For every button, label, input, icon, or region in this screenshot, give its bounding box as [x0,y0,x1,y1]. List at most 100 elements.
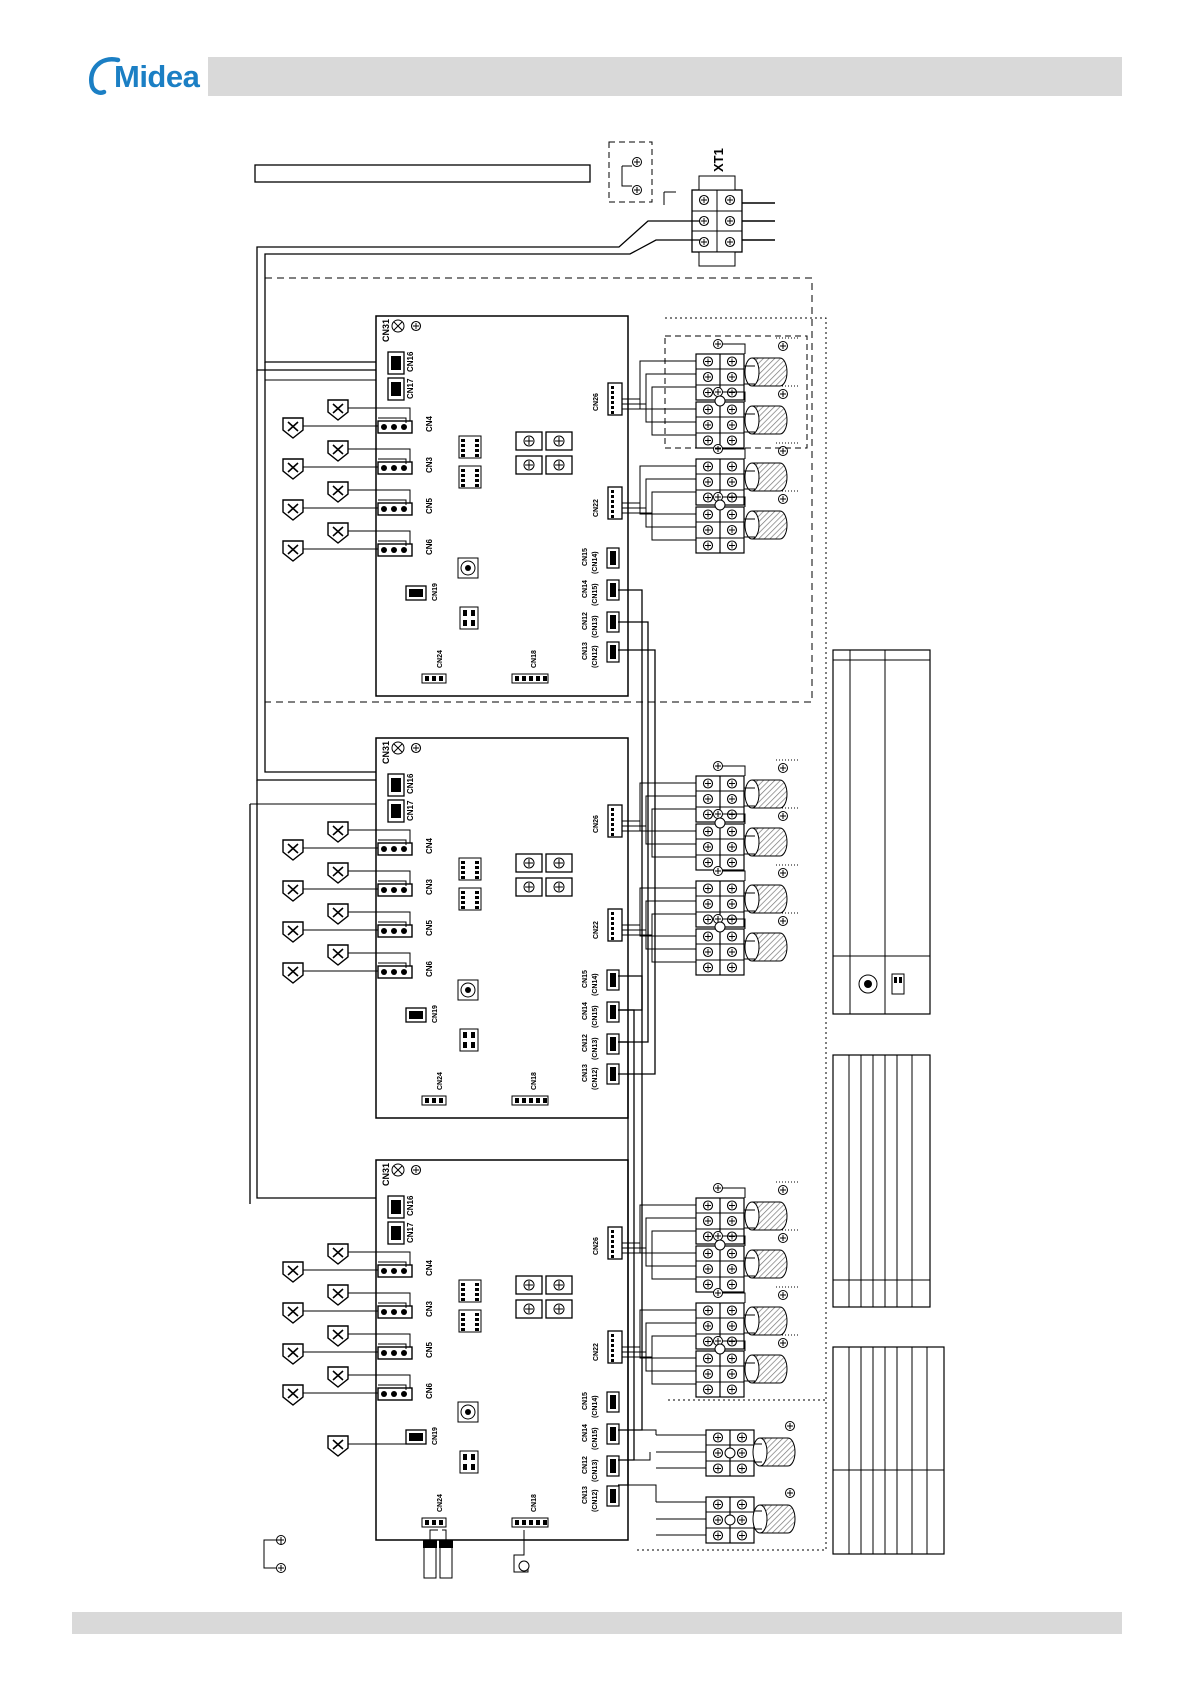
logo-swoosh-icon [88,57,121,95]
ground-dashed-box [608,141,653,203]
board1-dashed-outline [264,277,813,703]
ground-icon [778,1185,788,1195]
brand-logo-text: Midea [114,59,200,94]
cn22-label: CN22 [593,921,600,939]
cn22-label: CN22 [593,1343,600,1361]
ground-icon [778,916,788,926]
terminal-block [696,824,744,870]
cn19-label: CN19 [432,1427,439,1445]
sensor-icon [327,1325,349,1347]
terminal-block [696,1351,744,1397]
cn12-alt-label: (CN12) [592,1067,599,1090]
sensor-icon [282,499,304,521]
sensor-icon [282,921,304,943]
cn15-alt-label: (CN15) [592,583,599,606]
cn13-label: CN13 [582,642,589,660]
fan-motor-icon [744,1249,788,1279]
ground-icon [778,1233,788,1243]
sensor-icon [327,1366,349,1388]
sensor-icon [282,417,304,439]
xt1-label: XT1 [711,148,726,172]
sensor-icon [282,458,304,480]
cn4-label: CN4 [425,415,434,432]
fan-motor-icon [744,1354,788,1384]
sensor-icon [327,944,349,966]
cn19-label: CN19 [432,583,439,601]
fan-motor-icon [744,357,788,387]
sensor-icon [282,540,304,562]
cn13-label: CN13 [582,1486,589,1504]
cn13-label: CN13 [582,1064,589,1082]
cn15-label: CN15 [582,548,589,566]
cn15-label: CN15 [582,1392,589,1410]
cn31-label: CN31 [381,1163,391,1186]
relay-block [515,1275,573,1319]
dip-switch-block [458,857,482,911]
fan-motor-icon [744,884,788,914]
sensor-icon [282,962,304,984]
cn22-label: CN22 [593,499,600,517]
sensor-icon [327,440,349,462]
cn3-label: CN3 [425,1300,434,1317]
dip-switch-block [458,435,482,489]
cn5-label: CN5 [425,919,434,936]
fan-motor-icon [744,405,788,435]
cn13-alt-label: (CN13) [592,1037,599,1060]
sensor-icon [327,1284,349,1306]
fan-motor-icon [744,462,788,492]
bottom-terminal-blocks [618,1421,796,1544]
fan-motor-icon [744,1201,788,1231]
cn18-label: CN18 [531,1494,538,1512]
terminal-block [696,1246,744,1292]
sensor-icon [282,1343,304,1365]
sensor-icon [282,839,304,861]
cn4-label: CN4 [425,1259,434,1276]
legend-dip-switch-icon [858,973,905,995]
communication-bus [618,589,656,1486]
fan-motor-icon [744,1306,788,1336]
bottom-components [423,1529,530,1579]
legend-table-3 [832,1346,945,1555]
xt1-terminal-block: XT1 [663,148,775,267]
relay-block [515,431,573,475]
ground-icon [785,1488,795,1498]
terminal-block [696,402,744,448]
cn14-label: CN14 [582,1002,589,1020]
cn16-label: CN16 [406,351,415,372]
sensor-icon [327,522,349,544]
ground-icon [778,1338,788,1348]
indicator-lamp-icon [391,319,405,333]
legend-table-1 [832,649,931,1015]
rotary-switch-icon [457,979,479,1001]
sensor-icon [282,880,304,902]
indicator-lamp-icon [391,741,405,755]
cn24-label: CN24 [437,1494,444,1512]
cn26-label: CN26 [593,815,600,833]
cn13-alt-label: (CN13) [592,615,599,638]
rotary-switch-icon [457,1401,479,1423]
dip-switch-block [458,1279,482,1333]
cn6-label: CN6 [425,960,434,977]
ground-icon [785,1421,795,1431]
cn3-label: CN3 [425,878,434,895]
cn24-label: CN24 [437,1072,444,1090]
cn6-label: CN6 [425,1382,434,1399]
footer-bar [72,1612,1122,1634]
cn12-label: CN12 [582,612,589,630]
cn12-alt-label: (CN12) [592,1489,599,1512]
ground-icon [778,389,788,399]
sensor-icon [327,399,349,421]
cn18-label: CN18 [531,650,538,668]
cn6-label: CN6 [425,538,434,555]
indicator-lamp-icon [391,1163,405,1177]
cn16-label: CN16 [406,1195,415,1216]
cn4-label: CN4 [425,837,434,854]
legend-table-2 [832,1054,931,1308]
cn12-alt-label: (CN12) [592,645,599,668]
cn24-label: CN24 [437,650,444,668]
cn17-label: CN17 [406,378,415,399]
cn26-label: CN26 [593,1237,600,1255]
cn3-label: CN3 [425,456,434,473]
cn26-label: CN26 [593,393,600,411]
